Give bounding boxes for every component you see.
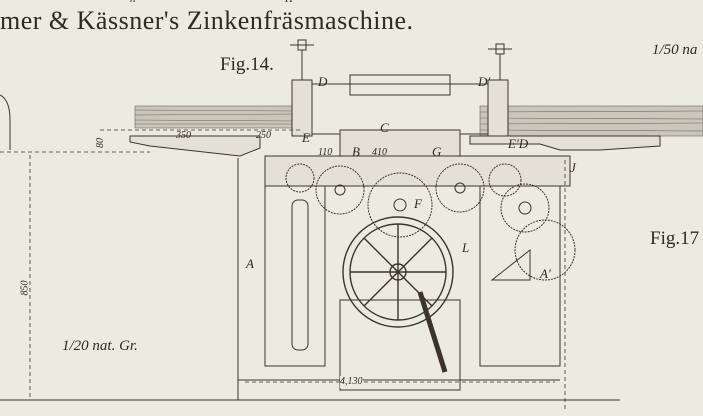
crank-handle <box>417 291 448 373</box>
page-title: mer & Kässner's Zinkenfräsmaschine. <box>0 6 414 35</box>
label-E: E <box>302 130 310 145</box>
gears <box>285 163 576 281</box>
left-table <box>129 135 261 157</box>
label-J: J <box>570 160 576 175</box>
figure-14-label: Fig.14. <box>220 54 274 75</box>
label-G: G <box>432 144 442 159</box>
label-A: A <box>246 256 254 271</box>
scale-left: 1/20 nat. Gr. <box>62 338 138 354</box>
head-frame <box>311 83 489 135</box>
label-D-prime: D' <box>478 74 491 89</box>
clamp-screws <box>290 39 512 137</box>
label-C: C <box>380 120 389 135</box>
wood-board-right <box>479 105 703 137</box>
dimension-850: 850 <box>19 280 31 296</box>
scale-right: 1/50 na <box>652 42 698 58</box>
wood-board-left <box>134 105 296 129</box>
dimension-110: 110 <box>318 147 333 158</box>
label-L: L <box>462 240 470 255</box>
label-F: F <box>414 196 422 211</box>
right-table <box>469 135 661 151</box>
dimension-250: 250 <box>256 130 271 141</box>
dimension-350: 350 <box>176 130 191 141</box>
top-mark-h: h <box>130 0 136 5</box>
label-E-prime-D: E'D <box>508 136 529 151</box>
dimension-4130: 4,130 <box>340 376 363 388</box>
label-D: D <box>318 74 328 89</box>
figure-17-label: Fig.17 <box>650 228 700 249</box>
top-mark-H: H <box>285 0 293 5</box>
frame-left <box>264 185 326 367</box>
dimension-410: 410 <box>372 147 387 158</box>
dimension-lines <box>0 129 566 410</box>
label-A-prime: A' <box>540 266 551 281</box>
label-B: B <box>352 144 360 159</box>
handwheel <box>342 216 454 328</box>
dimension-80: 80 <box>95 138 106 148</box>
